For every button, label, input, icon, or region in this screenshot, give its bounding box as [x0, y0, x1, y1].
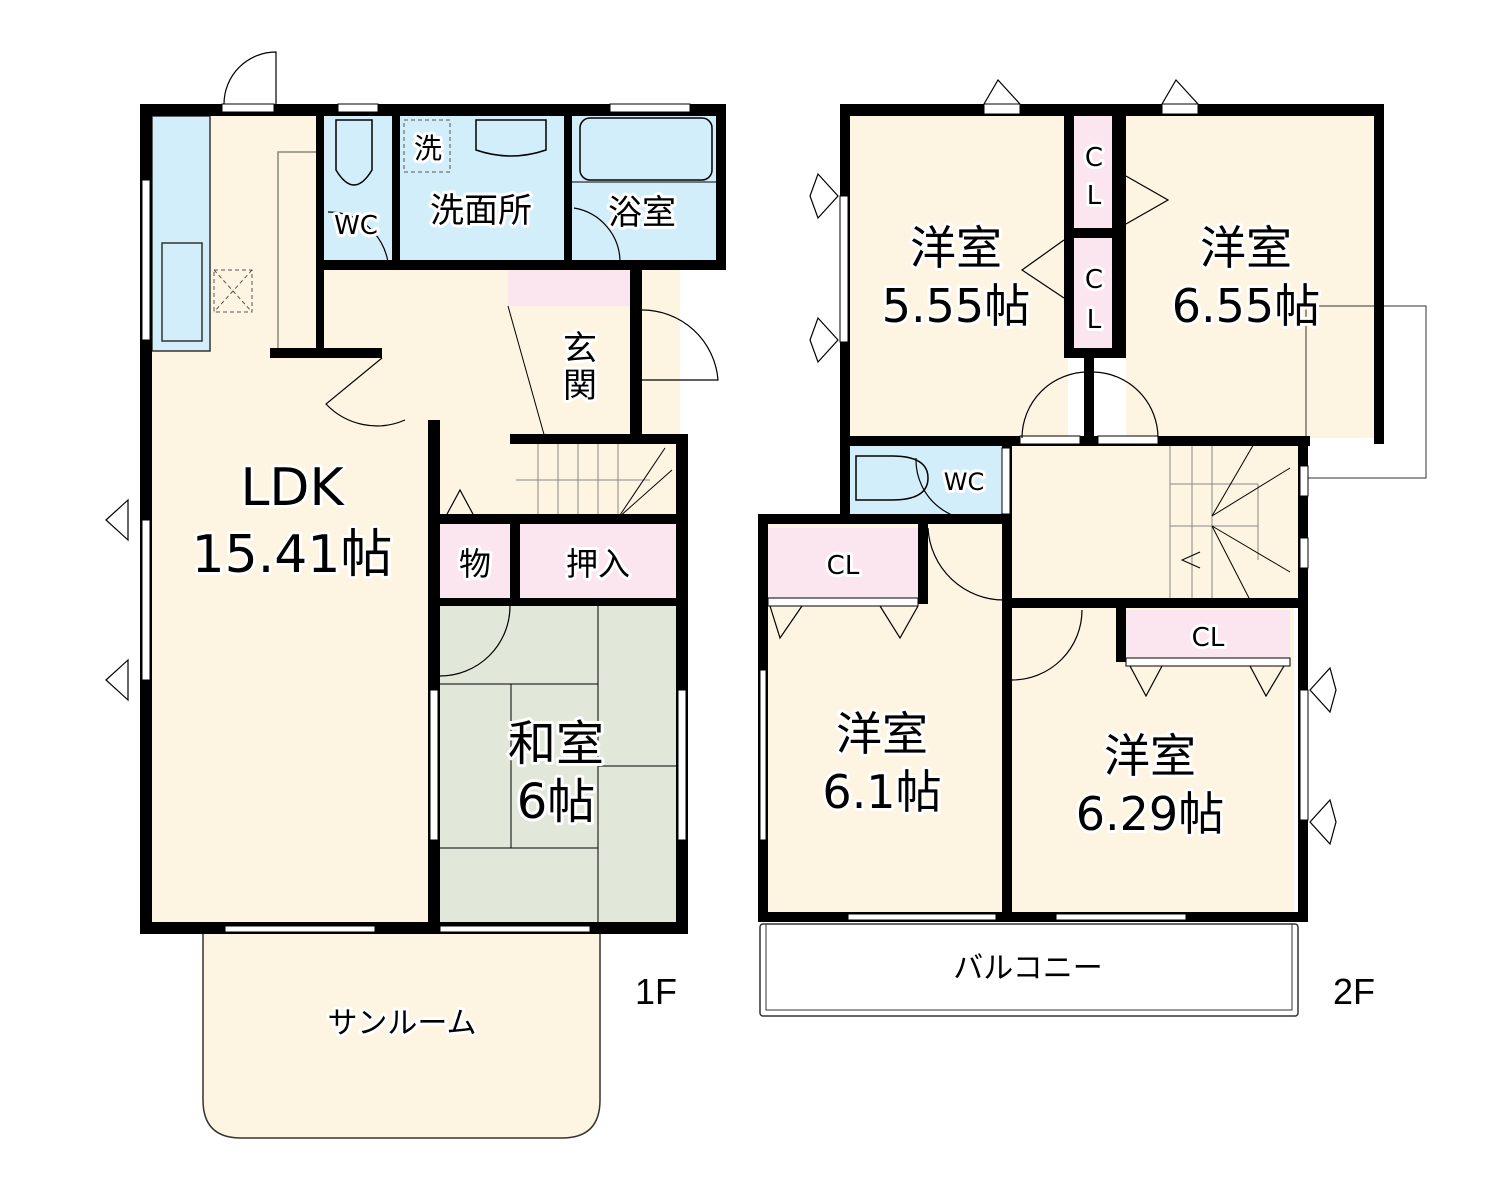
door-washitsu	[439, 605, 511, 677]
cl-sw-floor	[768, 528, 918, 600]
door-genkan	[641, 309, 719, 381]
room-sw-name: 洋室	[836, 707, 928, 761]
cl-top2-floor	[1074, 238, 1112, 352]
door-wc-1f	[327, 211, 389, 263]
storage-floor	[440, 522, 510, 600]
hall-2f-floor	[1010, 442, 1300, 602]
stairs-1f	[515, 440, 675, 518]
cl-top1-c: C	[1085, 143, 1103, 173]
sunroom-outline	[202, 930, 601, 1139]
balcony-label: バルコニー	[953, 951, 1102, 986]
floor-1: LDK 15.41帖 和室 6帖 玄 関 WC 洗面所 洗 浴室 物 押入 サン…	[105, 51, 726, 1139]
ldk-size: 15.41帖	[192, 525, 393, 585]
floor-2-label: 2F	[1333, 971, 1375, 1012]
door-ldk	[325, 357, 406, 427]
ne-balcony-line	[1305, 305, 1427, 479]
room-nw-floor	[848, 114, 1068, 438]
washbasin	[475, 119, 547, 157]
bath-label: 浴室	[608, 193, 676, 233]
genkan-name-2: 関	[563, 366, 597, 406]
senmenjo-label: 洗面所	[430, 191, 532, 231]
sunroom-label: サンルーム	[327, 1006, 476, 1041]
wc-2f-label: WC	[944, 468, 985, 496]
floor-1-label: 1F	[635, 971, 677, 1012]
cl-sw-label: CL	[827, 551, 860, 581]
genkan-step	[508, 270, 634, 306]
door-kitchen-outside	[223, 51, 277, 105]
washitsu-size: 6帖	[517, 774, 596, 830]
room-nw-name: 洋室	[910, 221, 1002, 275]
sink-box	[161, 242, 203, 342]
room-ne-floor	[1126, 114, 1376, 438]
cl-top1-floor	[1074, 114, 1112, 230]
ldk-name: LDK	[240, 458, 345, 518]
cl-se-label: CL	[1192, 623, 1225, 653]
cl-top1-l: L	[1087, 181, 1102, 211]
cl-top2-c: C	[1085, 265, 1103, 295]
room-nw-size: 5.55帖	[882, 279, 1030, 333]
cl-se-floor	[1126, 610, 1290, 662]
washer-pan	[403, 119, 451, 173]
washitsu-floor	[440, 604, 676, 930]
bathtub	[579, 117, 713, 181]
oshiire-label: 押入	[566, 545, 630, 583]
washer-label: 洗	[414, 132, 442, 165]
toilet-1f	[335, 119, 373, 186]
genkan-name-1: 玄	[563, 329, 597, 369]
room-se-name: 洋室	[1104, 729, 1196, 783]
storage-label: 物	[459, 545, 491, 583]
oshiire-floor	[520, 522, 676, 600]
room-se-size: 6.29帖	[1076, 787, 1224, 841]
door-bath	[573, 207, 621, 263]
room-sw-size: 6.1帖	[822, 765, 941, 819]
floor-2: 洋室 5.55帖 洋室 6.55帖 洋室 6.1帖 洋室 6.29帖 C L C…	[758, 78, 1427, 1017]
cl-top2-l: L	[1087, 305, 1102, 335]
range-hood	[213, 269, 253, 313]
room-ne-name: 洋室	[1200, 221, 1292, 275]
room-ne-size: 6.55帖	[1172, 279, 1320, 333]
washitsu-name: 和室	[508, 716, 604, 772]
toilet-2f	[855, 455, 929, 501]
wc-1f-label: WC	[334, 211, 378, 241]
